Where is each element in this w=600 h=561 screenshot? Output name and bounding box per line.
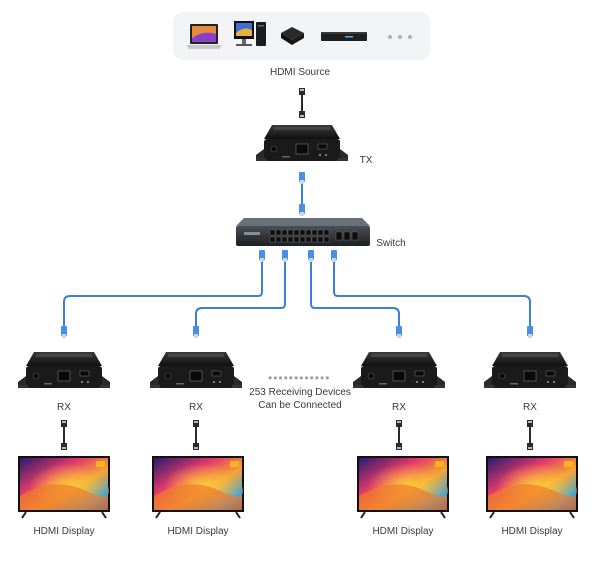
tx-label: TX — [359, 155, 373, 166]
rx-label-2: RX — [189, 402, 203, 413]
tx-switch-cable — [299, 172, 305, 216]
network-switch — [236, 218, 370, 246]
rx-label-1: RX — [57, 402, 71, 413]
note-line-2: Can be Connected — [258, 400, 342, 411]
hdmi-display-1 — [17, 455, 111, 519]
hdmi-cable-rx-4 — [527, 420, 533, 450]
hdmi-display-3 — [356, 455, 450, 519]
display-label-2: HDMI Display — [167, 526, 229, 537]
more-devices-dots: •••••••••••• — [268, 371, 331, 385]
rx-extender-1 — [17, 351, 111, 389]
switch-rx-plugs — [61, 250, 533, 338]
switch-rx-cables — [63, 260, 531, 328]
tv-box-icon — [281, 27, 304, 45]
set-top-box-icon — [321, 32, 367, 41]
hdmi-source-panel — [173, 12, 430, 60]
hdmi-display-2 — [151, 455, 245, 519]
receiving-devices-note: 253 Receiving Devices Can be Connected — [238, 386, 362, 412]
desktop-computer-icon — [234, 21, 266, 46]
hdmi-source-label: HDMI Source — [269, 67, 330, 78]
note-line-1: 253 Receiving Devices — [249, 387, 351, 398]
display-label-1: HDMI Display — [33, 526, 95, 537]
more-dots-icon — [388, 35, 412, 39]
tx-extender — [255, 124, 349, 162]
hdmi-cable-rx-3 — [396, 420, 402, 450]
hdmi-display-4 — [485, 455, 579, 519]
laptop-icon — [186, 24, 222, 49]
hdmi-cable-source — [299, 88, 305, 118]
switch-label: Switch — [376, 238, 406, 249]
hdmi-cable-rx-2 — [193, 420, 199, 450]
hdmi-cable-rx-1 — [61, 420, 67, 450]
rx-extender-3 — [352, 351, 446, 389]
rx-extender-4 — [483, 351, 577, 389]
display-label-4: HDMI Display — [501, 526, 563, 537]
rx-label-3: RX — [392, 402, 406, 413]
display-label-3: HDMI Display — [372, 526, 434, 537]
rx-extender-2 — [149, 351, 243, 389]
rx-label-4: RX — [523, 402, 537, 413]
